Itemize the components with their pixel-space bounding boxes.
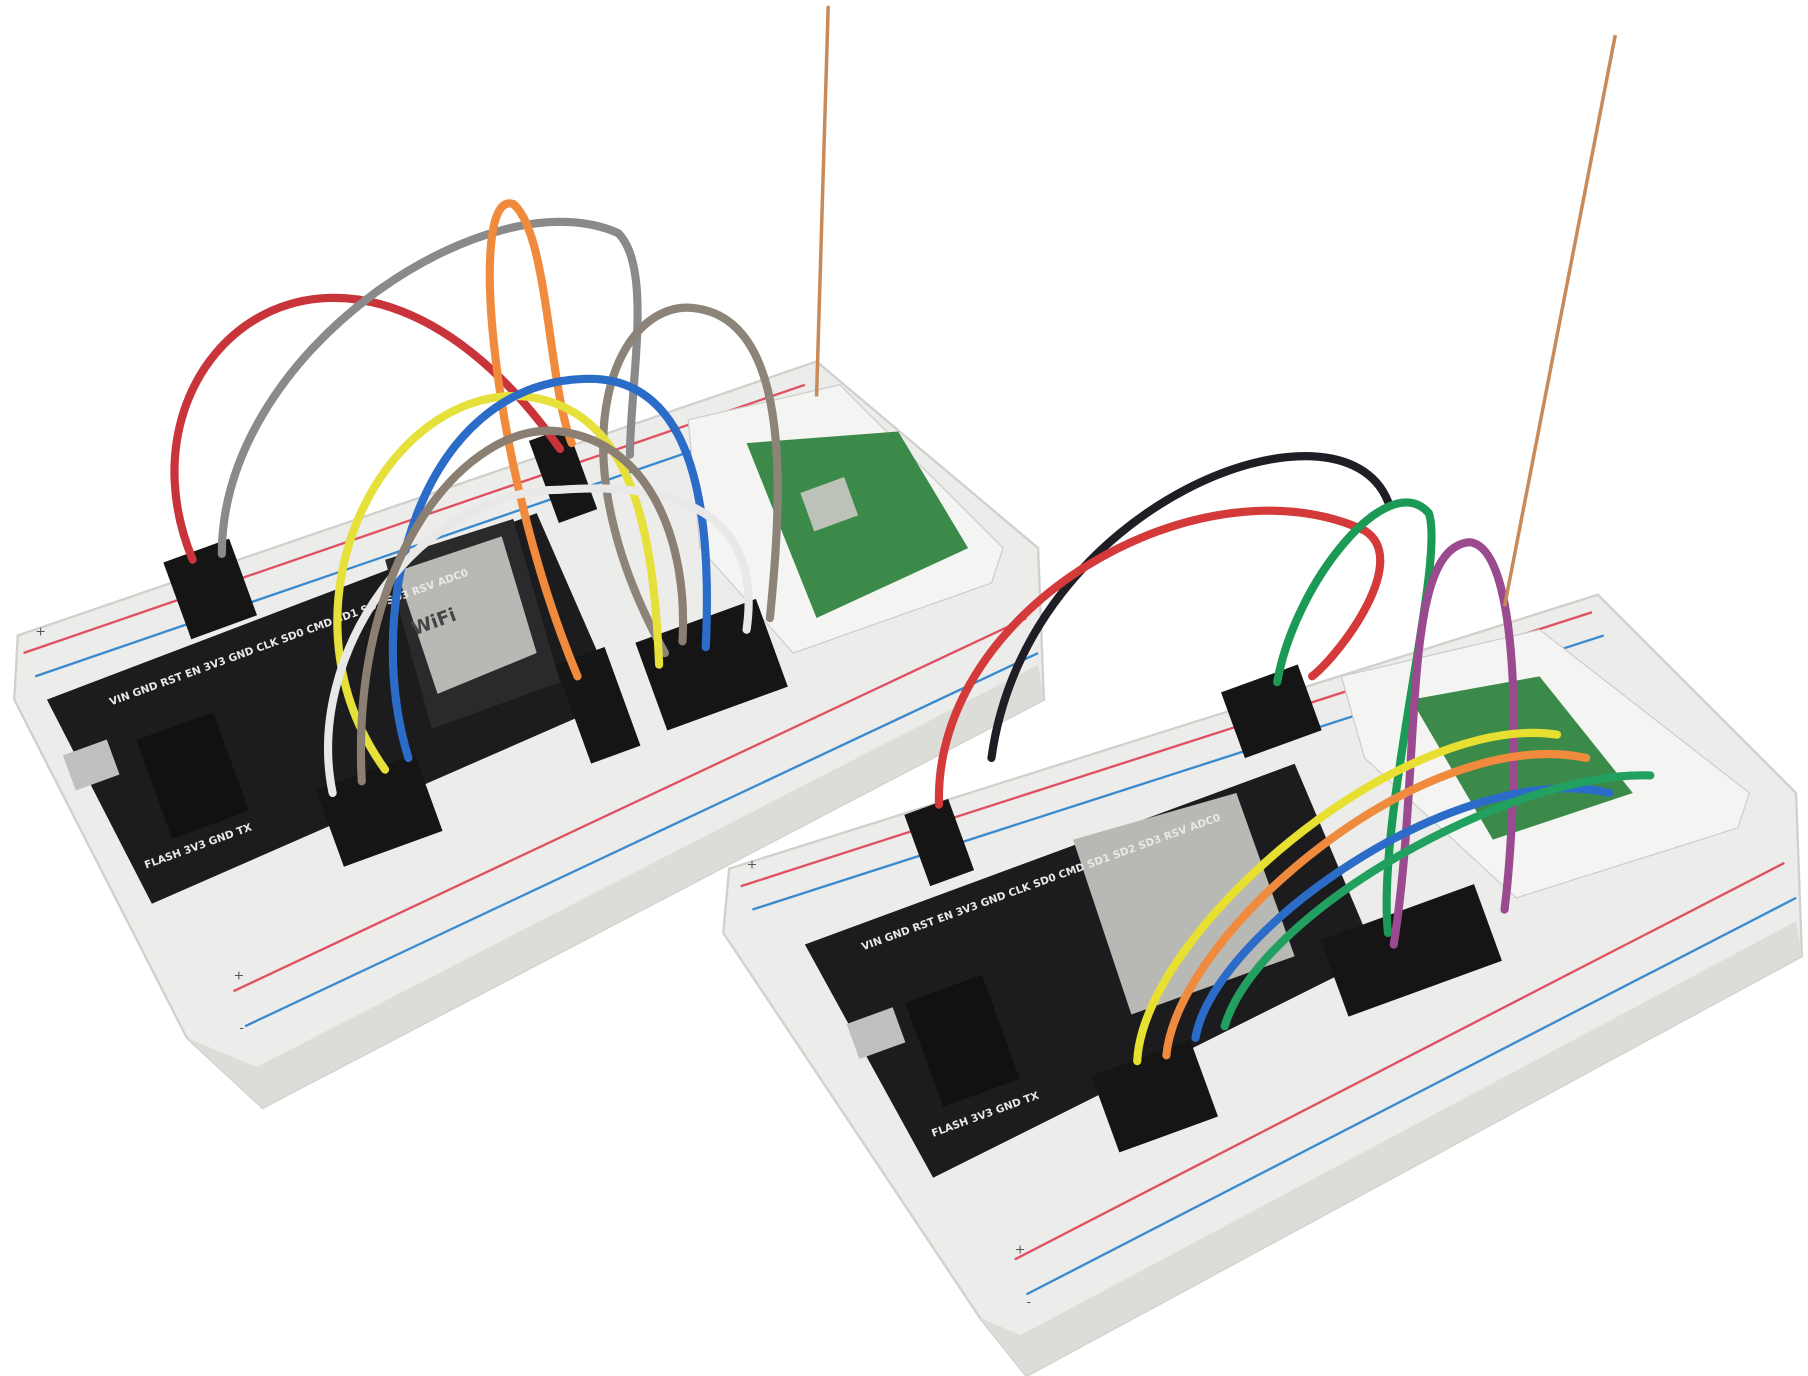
left-lora-module (746, 431, 969, 619)
left-usb-port-icon (62, 739, 120, 791)
right-breadboard: + + - VIN GND RST EN 3V3 GND CLK SD0 CMD… (722, 34, 1804, 1376)
right-plus-symbol-2: + (1015, 1243, 1026, 1258)
right-plus-symbol: + (747, 858, 758, 873)
right-minus-symbol: - (1026, 1295, 1031, 1310)
left-breadboard: + + - WiFi VIN GND RST EN 3V3 GND CLK SD… (13, 5, 1046, 1110)
right-jumper-wires (934, 452, 1655, 1066)
left-plus-symbol: + (35, 625, 46, 640)
left-minus-symbol: - (239, 1021, 244, 1036)
left-esp-shield (396, 536, 537, 694)
right-usb-port-icon (846, 1007, 906, 1060)
right-antenna-wire (1502, 34, 1618, 607)
left-plus-symbol-2: + (233, 969, 244, 984)
left-jumper-wires (170, 199, 782, 798)
left-antenna-wire (814, 5, 830, 397)
